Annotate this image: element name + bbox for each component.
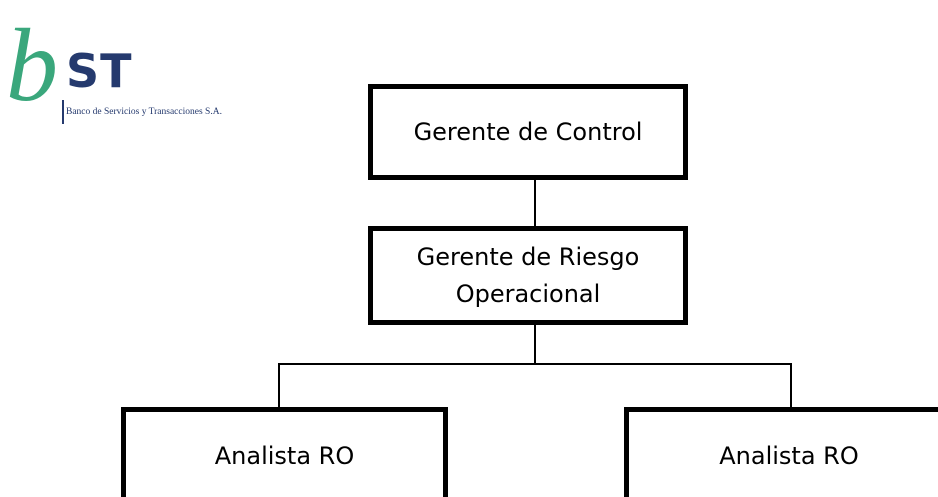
connector-branch-to-analista-right (790, 363, 792, 409)
node-label: Analista RO (719, 442, 859, 470)
node-label: Gerente de Control (413, 117, 643, 146)
node-gerente-de-control: Gerente de Control (368, 84, 688, 180)
bst-logo-st: ST (66, 44, 133, 98)
node-analista-ro-right: Analista RO (624, 407, 938, 497)
connector-control-to-riesgo (534, 180, 536, 226)
node-label: Analista RO (214, 442, 355, 470)
bst-logo: b ST Banco de Servicios y Transacciones … (6, 8, 296, 124)
bst-logo-divider (62, 100, 64, 124)
svg-text:b: b (6, 8, 58, 123)
node-analista-ro-left: Analista RO (121, 407, 448, 497)
node-gerente-de-riesgo-operacional: Gerente de Riesgo Operacional (368, 226, 688, 325)
bst-logo-b-mark: b (6, 8, 58, 123)
bst-logo-caption: Banco de Servicios y Transacciones S.A. (66, 107, 222, 117)
connector-branch-to-analista-left (278, 363, 280, 409)
connector-riesgo-to-branch (534, 324, 536, 364)
connector-branch-horizontal (278, 363, 792, 365)
node-label: Gerente de Riesgo Operacional (416, 242, 640, 308)
